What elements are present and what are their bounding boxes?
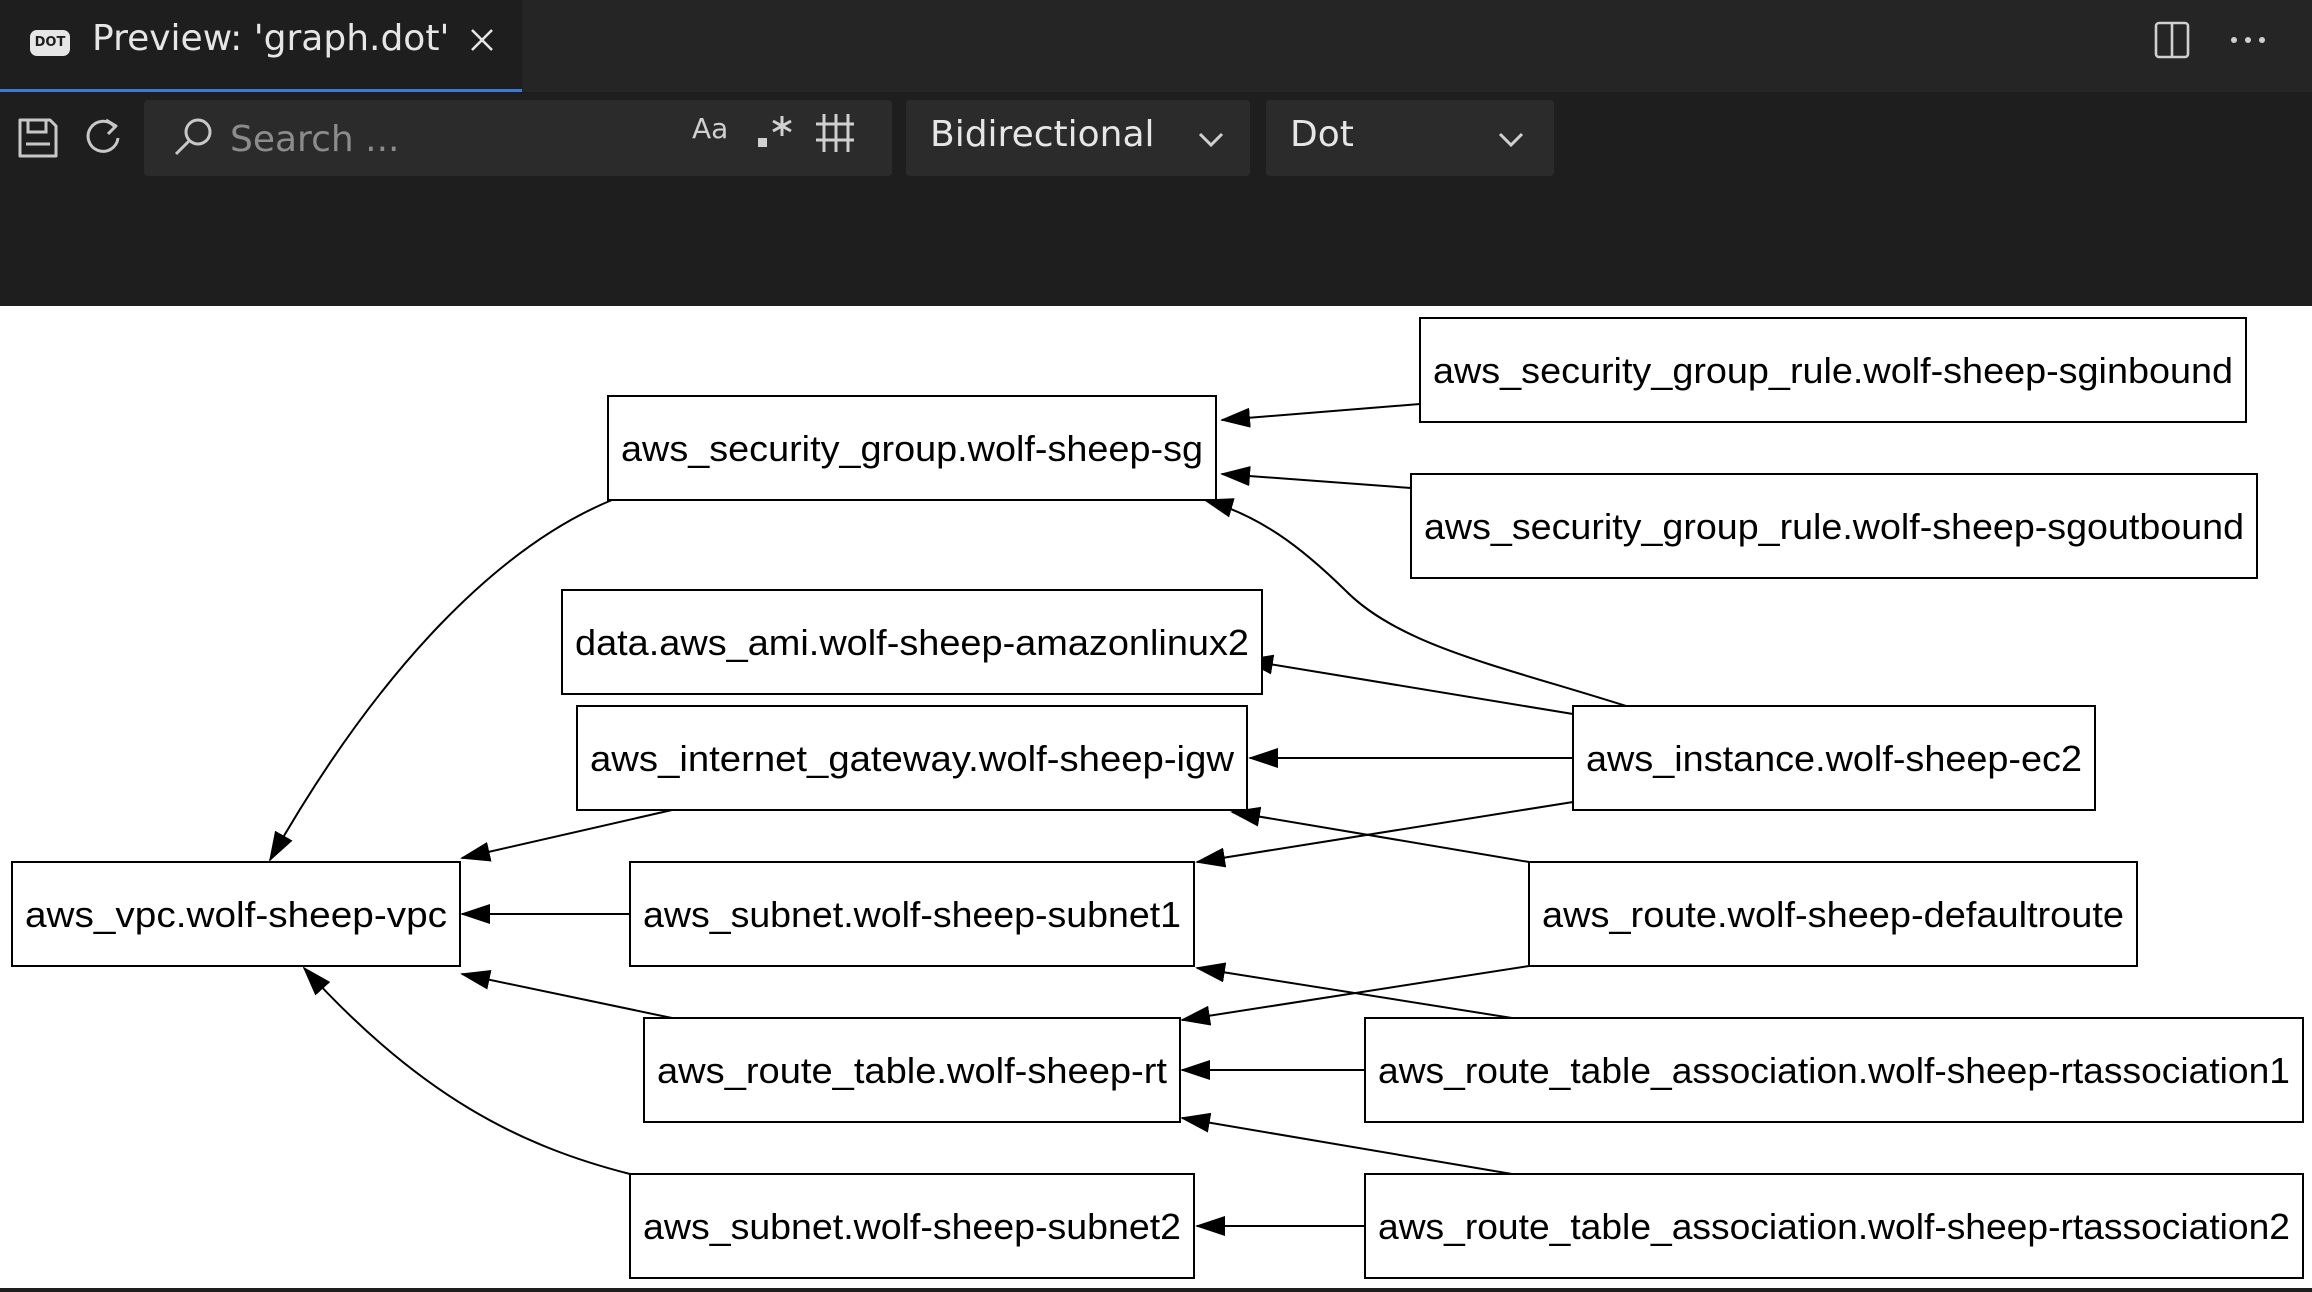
tab-graph-preview[interactable]: DOT Preview: 'graph.dot' <box>0 0 522 92</box>
node-sg[interactable]: aws_security_group.wolf-sheep-sg <box>607 395 1217 501</box>
node-box <box>629 861 1195 967</box>
edge-ec2-to-sg <box>1203 498 1627 707</box>
node-label: aws_subnet.wolf-sheep-subnet1 <box>643 894 1181 935</box>
node-sgin[interactable]: aws_security_group_rule.wolf-sheep-sginb… <box>1419 317 2247 423</box>
node-box <box>1410 473 2258 579</box>
panel-border <box>0 1288 2312 1292</box>
edge-ec2-to-ami <box>1243 654 1574 715</box>
node-label: aws_internet_gateway.wolf-sheep-igw <box>590 738 1235 779</box>
node-label: aws_route_table_association.wolf-sheep-r… <box>1378 1050 2290 1091</box>
layout-engine-dropdown-value: Dot <box>1290 114 1354 155</box>
node-label: aws_route_table_association.wolf-sheep-r… <box>1378 1206 2290 1247</box>
node-label: aws_security_group_rule.wolf-sheep-sginb… <box>1433 350 2233 391</box>
node-label: aws_security_group.wolf-sheep-sg <box>621 428 1203 469</box>
edge-igw-to-vpc <box>460 809 673 862</box>
node-label: aws_route.wolf-sheep-defaultroute <box>1542 894 2124 935</box>
save-icon[interactable] <box>16 116 60 160</box>
node-vpc[interactable]: aws_vpc.wolf-sheep-vpc <box>11 861 461 967</box>
node-rt[interactable]: aws_route_table.wolf-sheep-rt <box>643 1017 1181 1123</box>
edge-route-to-igw <box>1230 806 1530 863</box>
node-sub2[interactable]: aws_subnet.wolf-sheep-subnet2 <box>629 1173 1195 1279</box>
edge-sub2-to-vpc <box>302 966 631 1175</box>
node-ec2[interactable]: aws_instance.wolf-sheep-ec2 <box>1572 705 2096 811</box>
chevron-down-icon <box>1498 132 1524 148</box>
close-icon[interactable] <box>462 20 502 60</box>
direction-dropdown[interactable]: Bidirectional <box>906 100 1250 176</box>
direction-dropdown-value: Bidirectional <box>930 114 1155 155</box>
match-case-toggle[interactable]: Aa <box>692 112 729 145</box>
node-box <box>1364 1017 2304 1123</box>
chevron-down-icon <box>1198 132 1224 148</box>
edge-rta2-to-rt <box>1180 1112 1513 1175</box>
node-label: aws_instance.wolf-sheep-ec2 <box>1586 738 2082 779</box>
tab-bar: DOT Preview: 'graph.dot' <box>0 0 2312 92</box>
node-route[interactable]: aws_route.wolf-sheep-defaultroute <box>1528 861 2138 967</box>
graph-nodes: aws_security_group.wolf-sheep-sg aws_secu… <box>11 317 2304 1279</box>
node-box <box>11 861 461 967</box>
edge-sgout-to-sg <box>1220 466 1412 489</box>
node-label: aws_subnet.wolf-sheep-subnet2 <box>643 1206 1181 1247</box>
filter-settings-icon[interactable] <box>812 110 858 156</box>
graph-edges <box>269 403 1627 1236</box>
node-box <box>576 705 1248 811</box>
regex-icon[interactable] <box>752 110 798 156</box>
dot-file-icon: DOT <box>30 30 70 56</box>
node-sgout[interactable]: aws_security_group_rule.wolf-sheep-sgout… <box>1410 473 2258 579</box>
node-rta1[interactable]: aws_route_table_association.wolf-sheep-r… <box>1364 1017 2304 1123</box>
graph-canvas: aws_security_group.wolf-sheep-sg aws_secu… <box>11 317 2304 1279</box>
node-box <box>1419 317 2247 423</box>
node-box <box>607 395 1217 501</box>
edge-ec2-to-sub1 <box>1195 801 1574 868</box>
edge-sg-to-vpc <box>269 499 613 862</box>
node-ami[interactable]: data.aws_ami.wolf-sheep-amazonlinux2 <box>561 589 1263 695</box>
edge-sgin-to-sg <box>1220 403 1421 428</box>
tab-title: Preview: 'graph.dot' <box>92 18 450 59</box>
node-sub1[interactable]: aws_subnet.wolf-sheep-subnet1 <box>629 861 1195 967</box>
edge-rt-to-vpc <box>460 969 673 1019</box>
more-actions-icon[interactable] <box>2224 20 2272 60</box>
refresh-icon[interactable] <box>80 114 126 160</box>
node-box <box>1528 861 2138 967</box>
search-input[interactable] <box>228 110 672 168</box>
node-box <box>1572 705 2096 811</box>
node-label: aws_vpc.wolf-sheep-vpc <box>25 894 447 935</box>
layout-engine-dropdown[interactable]: Dot <box>1266 100 1554 176</box>
split-editor-icon[interactable] <box>2152 20 2192 60</box>
edge-rta1-to-sub1 <box>1195 962 1513 1019</box>
search-icon <box>174 118 212 156</box>
node-rta2[interactable]: aws_route_table_association.wolf-sheep-r… <box>1364 1173 2304 1279</box>
node-igw[interactable]: aws_internet_gateway.wolf-sheep-igw <box>576 705 1248 811</box>
node-box <box>643 1017 1181 1123</box>
node-label: aws_route_table.wolf-sheep-rt <box>657 1050 1167 1091</box>
node-box <box>1364 1173 2304 1279</box>
node-box <box>561 589 1263 695</box>
node-label: aws_security_group_rule.wolf-sheep-sgout… <box>1424 506 2244 547</box>
node-label: data.aws_ami.wolf-sheep-amazonlinux2 <box>575 622 1249 663</box>
node-box <box>629 1173 1195 1279</box>
